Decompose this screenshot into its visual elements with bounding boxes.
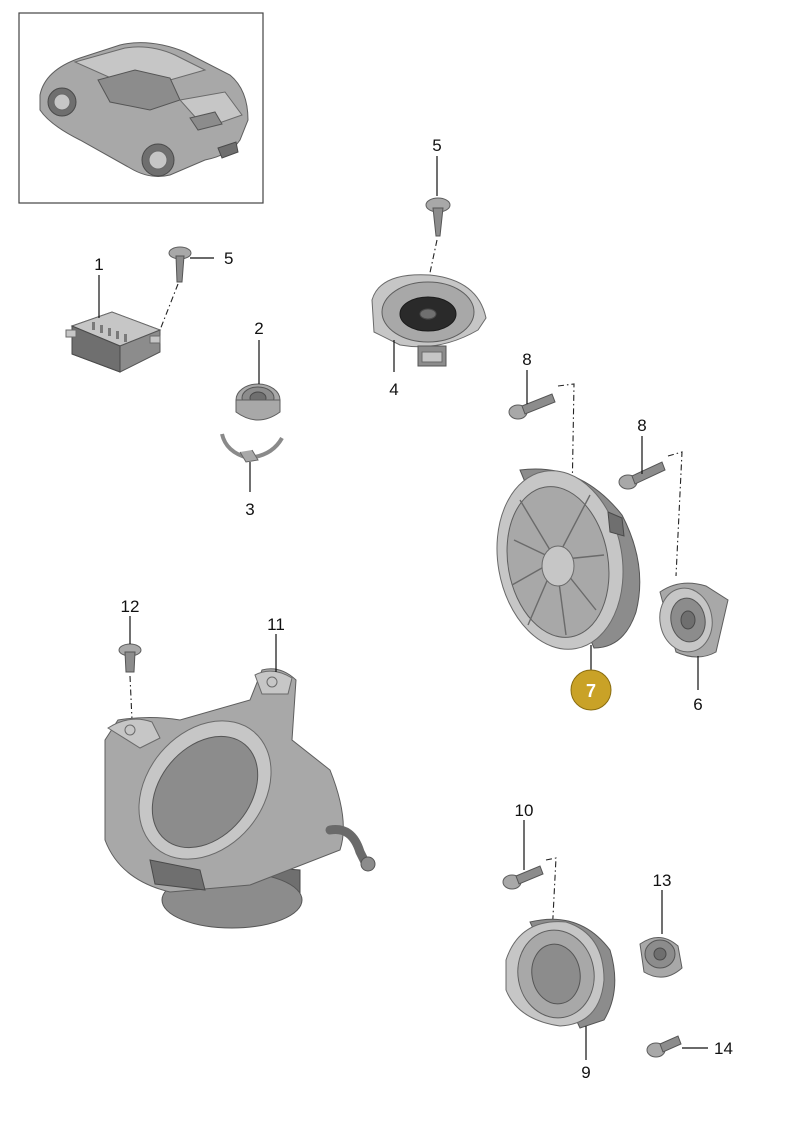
part-retaining-clip	[220, 433, 284, 463]
callout-11[interactable]: 11	[267, 615, 285, 634]
callout-4[interactable]: 4	[389, 380, 398, 399]
callout-3[interactable]: 3	[245, 500, 254, 519]
callout-7[interactable]: 7	[586, 681, 596, 701]
callout-13[interactable]: 13	[653, 871, 672, 890]
part-speaker-mount	[371, 274, 487, 367]
highlight-badge[interactable]	[570, 669, 612, 711]
callout-labels: 1 5 2 3 5 4 8 8 6 12 11 10 9 13 14	[94, 136, 733, 1082]
callout-1[interactable]: 1	[94, 255, 103, 274]
part-woofer	[496, 468, 641, 650]
part-screw-8-lower	[618, 451, 683, 577]
callout-8-lower[interactable]: 8	[637, 416, 646, 435]
part-screw-8-upper	[508, 383, 575, 506]
part-midrange-speaker	[659, 582, 729, 658]
part-subwoofer-housing	[104, 668, 376, 929]
callout-6[interactable]: 6	[693, 695, 702, 714]
part-screw-10	[502, 857, 557, 937]
callout-7-highlighted[interactable]: 7	[570, 669, 612, 711]
part-small-tweeter	[639, 937, 683, 978]
part-screw-5-left	[159, 246, 192, 331]
callout-10[interactable]: 10	[515, 801, 534, 820]
car-illustration	[39, 42, 249, 177]
part-screw-5-top	[425, 197, 451, 283]
part-control-module	[65, 311, 162, 373]
part-screw-14	[646, 1035, 682, 1058]
part-door-speaker	[505, 918, 616, 1029]
vehicle-thumbnail	[18, 12, 264, 204]
callout-5-top[interactable]: 5	[432, 136, 441, 155]
callout-12[interactable]: 12	[121, 597, 140, 616]
callout-leaders	[98, 156, 708, 1060]
callout-8-upper[interactable]: 8	[522, 350, 531, 369]
callout-14[interactable]: 14	[714, 1039, 733, 1058]
callout-2[interactable]: 2	[254, 319, 263, 338]
callout-9[interactable]: 9	[581, 1063, 590, 1082]
part-screw-12	[118, 643, 142, 721]
callout-5-left[interactable]: 5	[224, 249, 233, 268]
part-tweeter	[235, 383, 281, 421]
